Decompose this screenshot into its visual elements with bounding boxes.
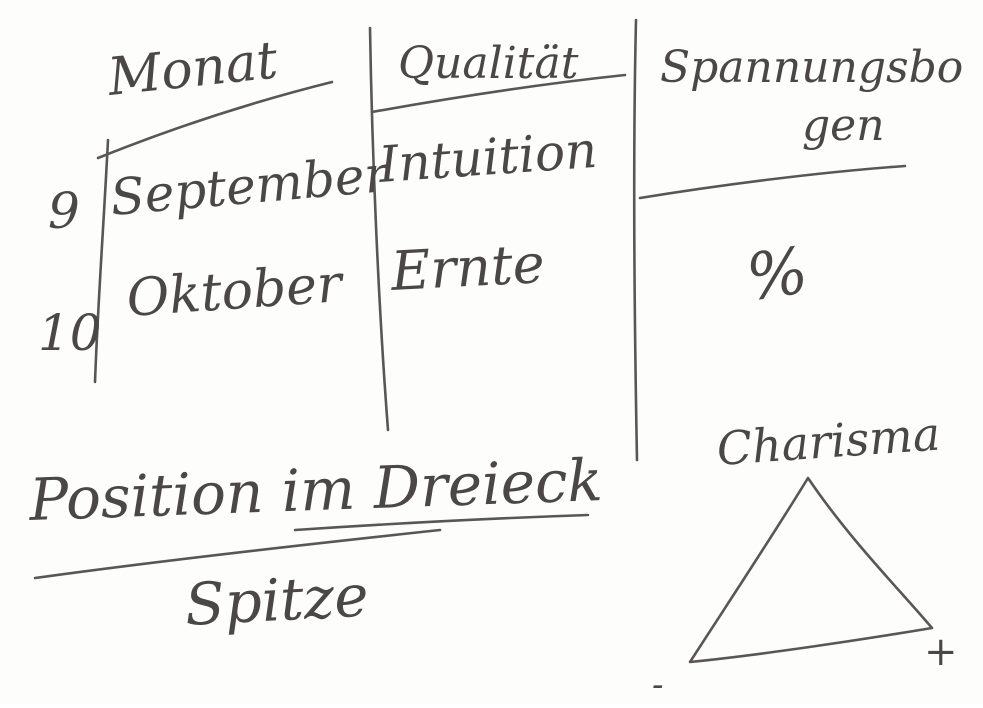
column-divider-2 xyxy=(632,18,639,462)
row-month-oktober: Oktober xyxy=(125,254,347,329)
percent-mark: % xyxy=(742,234,813,316)
position-label: Position im Dreieck xyxy=(27,446,604,534)
row-quality-ernte: Ernte xyxy=(388,232,546,303)
row-number-divider xyxy=(93,138,110,384)
triangle-shape xyxy=(688,476,934,664)
header-qualitaet: Qualität xyxy=(398,38,579,89)
position-value-divider xyxy=(33,528,442,580)
column-divider-1 xyxy=(368,26,390,432)
spannungsbogen-underline xyxy=(638,164,907,200)
qualitaet-underline xyxy=(370,73,627,114)
position-value: Spitze xyxy=(183,561,370,639)
position-underline xyxy=(293,513,590,532)
header-spannungsbogen-line2: gen xyxy=(802,100,885,151)
row-quality-intuition: Intuition xyxy=(376,121,599,194)
triangle-right-label: + xyxy=(924,629,958,675)
row-month-september: September xyxy=(108,145,394,227)
header-monat: Monat xyxy=(104,30,280,108)
row-number-10: 10 xyxy=(38,304,102,362)
header-spannungsbogen-line1: Spannungsbo xyxy=(660,42,963,93)
monat-underline xyxy=(96,80,334,160)
row-number-9: 9 xyxy=(48,182,80,240)
triangle-left-label: - xyxy=(652,665,664,704)
triangle-top-label: Charisma xyxy=(715,407,942,476)
